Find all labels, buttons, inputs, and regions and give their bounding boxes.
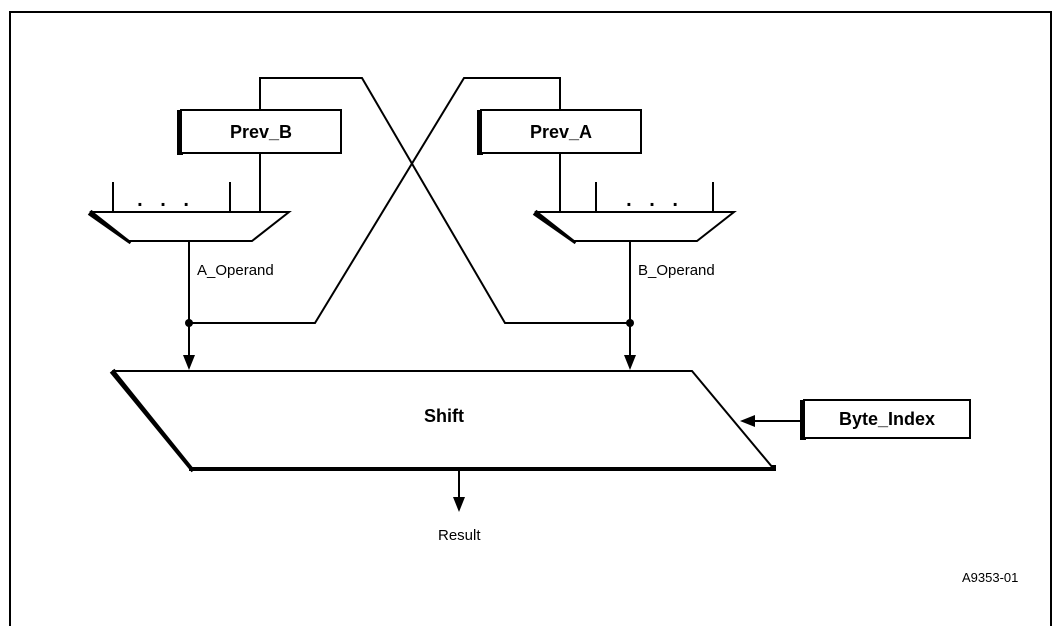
prev-b-box — [180, 109, 342, 154]
a-operand-label: A_Operand — [197, 262, 274, 279]
byte-index-box — [803, 399, 971, 439]
right-mux-dots: . . . — [626, 189, 684, 211]
a-operand-arrowhead — [183, 355, 195, 370]
left-mux-dots: . . . — [137, 189, 195, 211]
wire-prev-b-from-b-operand — [259, 77, 630, 324]
result-arrowhead — [453, 497, 465, 512]
prev-a-label: Prev_A — [530, 122, 592, 142]
right-mux — [534, 211, 737, 242]
byte-index-arrowhead — [740, 415, 755, 427]
b-operand-label: B_Operand — [638, 262, 715, 279]
b-operand-arrowhead — [624, 355, 636, 370]
shift-label: Shift — [424, 406, 464, 426]
figure-id: A9353-01 — [962, 570, 1018, 585]
left-mux — [89, 211, 292, 242]
b-operand-junction — [626, 319, 634, 327]
prev-b-label: Prev_B — [230, 122, 292, 142]
wire-prev-a-from-a-operand — [189, 77, 561, 324]
byte-index-label: Byte_Index — [839, 409, 935, 429]
result-label: Result — [438, 527, 481, 544]
a-operand-junction — [185, 319, 193, 327]
shift-unit — [111, 370, 776, 469]
figure-frame — [9, 11, 1052, 626]
